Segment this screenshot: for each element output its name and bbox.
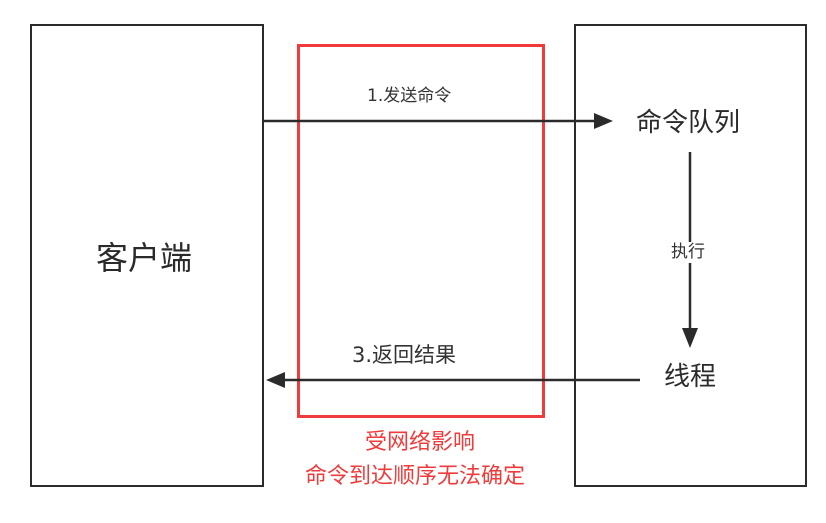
- client-label: 客户端: [96, 239, 193, 277]
- network-note-line-2: 命令到达顺序无法确定: [305, 464, 526, 489]
- command-queue-label: 命令队列: [636, 108, 741, 138]
- return-result-label: 3.返回结果: [352, 343, 457, 367]
- return-result-arrowhead: [266, 372, 285, 388]
- network-influence-box: [297, 44, 545, 418]
- client-box: [30, 24, 264, 487]
- network-note-line-1: 受网络影响: [365, 430, 476, 455]
- send-command-label: 1.发送命令: [367, 86, 452, 106]
- execute-label: 执行: [670, 242, 706, 263]
- thread-label: 线程: [664, 362, 717, 392]
